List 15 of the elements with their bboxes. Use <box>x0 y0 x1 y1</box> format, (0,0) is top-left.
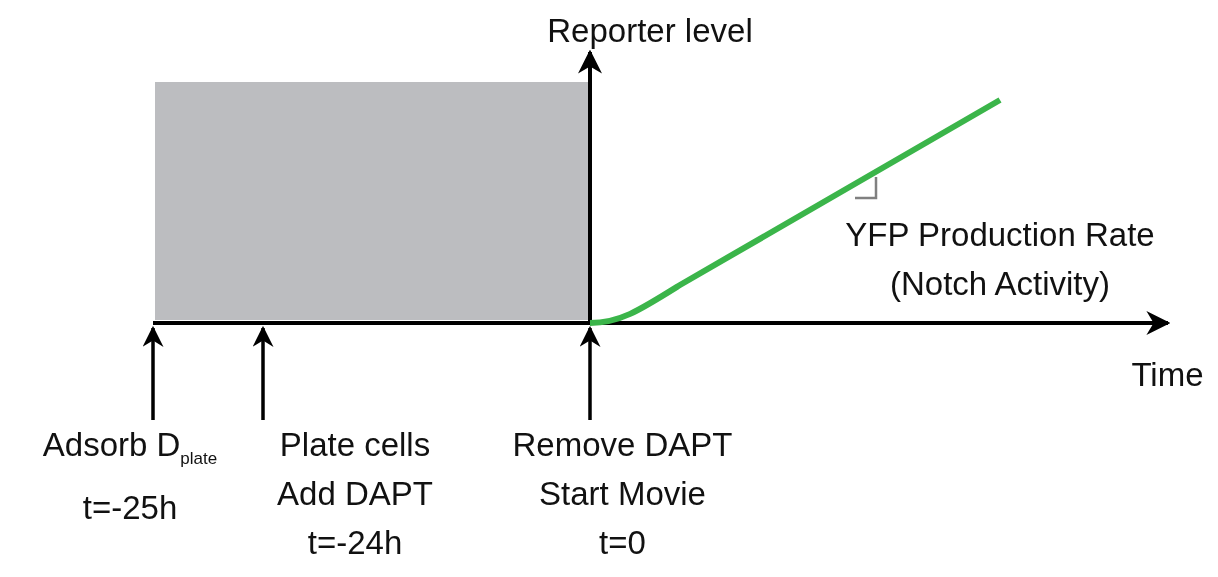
curve-annotation: YFP Production Rate (Notch Activity) <box>844 215 1156 304</box>
axis-label: Time <box>1130 355 1205 395</box>
event-label: Add DAPT <box>276 474 434 514</box>
event-label: Adsorb D$_{plate}$ <box>41 425 219 470</box>
event-label: Start Movie <box>538 474 707 514</box>
event-label: Plate cells <box>278 425 432 465</box>
shaded-region <box>155 82 588 320</box>
event-label: Remove DAPT <box>511 425 734 465</box>
event-label: t=-24h <box>306 523 404 563</box>
event-label: t=-25h <box>81 488 179 528</box>
event-label: t=0 <box>598 523 647 563</box>
event-arrow <box>579 325 601 420</box>
axis-label: Reporter level <box>546 11 754 51</box>
event-arrow <box>142 325 164 420</box>
event-arrow <box>252 325 274 420</box>
